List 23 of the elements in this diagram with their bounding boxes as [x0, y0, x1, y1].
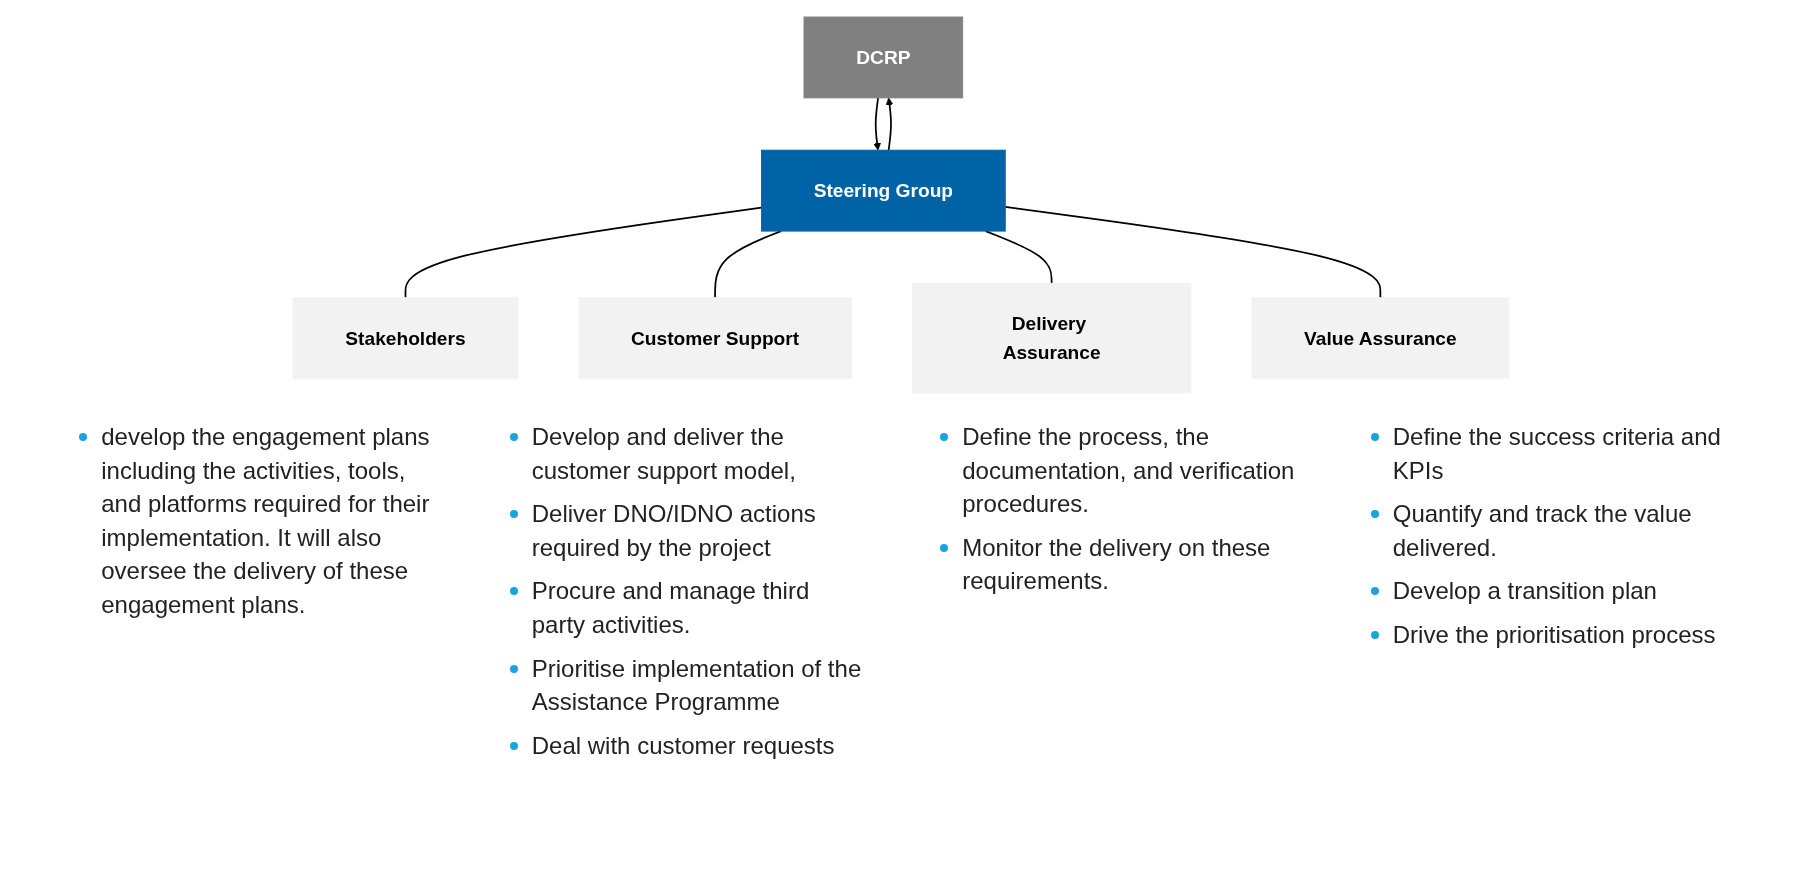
node-box: Value Assurance: [1251, 297, 1510, 380]
node-box: Stakeholders: [292, 297, 519, 380]
node-box: DCRP: [803, 16, 964, 99]
list-item-text: Quantify and track the value delivered.: [1392, 499, 1693, 563]
list-item-text: Prioritise implementation of the Assistance Programme: [531, 653, 863, 718]
arrow: [885, 97, 894, 152]
list-item-text: develop the engagement plans including the activities, tools, and platforms required for their implementation. It will also oversee the delivery of these engagement plans.: [101, 422, 431, 620]
list-item-text: Develop a transition plan: [1392, 576, 1657, 607]
list-item-text: Monitor the delivery on these requirements.: [962, 532, 1272, 597]
list-item-text: Deliver DNO/IDNO actions required by the project: [531, 499, 817, 563]
list-item-text: Develop and deliver the customer support model,: [531, 422, 797, 486]
arrow: [873, 97, 881, 151]
node-box: Customer Support: [578, 297, 852, 380]
connector: [714, 230, 782, 299]
connector: [404, 206, 763, 299]
list-item-text: Drive the prioritisation process: [1392, 619, 1716, 650]
connector: [1004, 206, 1382, 299]
list-item-text: Define the process, the documentation, and verification procedures.: [962, 422, 1296, 520]
list-item-text: Define the success criteria and KPIs: [1392, 422, 1722, 486]
list-item-text: Procure and manage third party activities.: [531, 576, 811, 640]
list-item-text: Deal with customer requests: [531, 730, 835, 761]
node-box: Delivery Assurance: [911, 282, 1192, 394]
node-box: Steering Group: [761, 149, 1006, 232]
